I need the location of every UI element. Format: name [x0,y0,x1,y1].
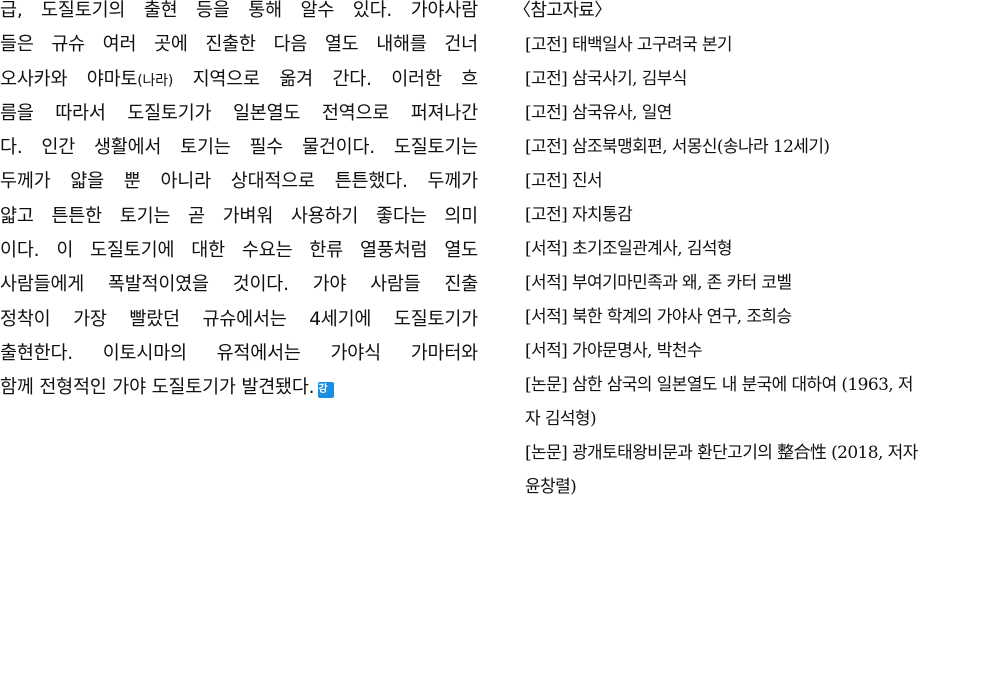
article-line-part: 지역으로 옮겨 간다. 이러한 흐 [173,68,479,90]
article-line: 름을 따라서 도질토기가 일본열도 전역으로 퍼져나간 [0,102,478,124]
reference-line: [논문] 광개토태왕비문과 환단고기의 整合性 (2018, 저자 [525,443,918,463]
article-line: 정착이 가장 빨랐던 규슈에서는 4세기에 도질토기가 [0,308,478,330]
article-line: 출현한다. 이토시마의 유적에서는 가야식 가마터와 [0,342,478,364]
article-line: 급, 도질토기의 출현 등을 통해 알수 있다. 가야사람 [0,0,478,21]
reference-line: [논문] 삼한 삼국의 일본열도 내 분국에 대하여 (1963, 저 [525,375,914,395]
reference-line: [서적] 북한 학계의 가야사 연구, 조희승 [525,307,792,327]
reference-item: [고전] 자치통감 [525,198,987,232]
reference-item: [고전] 진서 [525,164,987,198]
reference-line: [고전] 태백일사 고구려국 본기 [525,35,733,55]
reference-item: [서적] 초기조일관계사, 김석형 [525,232,987,266]
reference-line: [고전] 삼조북맹회편, 서몽신(송나라 12세기) [525,137,830,157]
article-line-annotation: (나라) [137,72,174,89]
references-heading: 〈참고자료〉 [513,0,612,21]
article-line: 다. 인간 생활에서 토기는 필수 물건이다. 도질토기는 [0,137,478,159]
reference-item: [고전] 태백일사 고구려국 본기 [525,28,987,62]
reference-item: [서적] 가야문명사, 박천수 [525,334,987,368]
reference-line: [고전] 진서 [525,171,603,191]
reference-line: [서적] 초기조일관계사, 김석형 [525,239,733,259]
reference-item: [고전] 삼국유사, 일연 [525,96,987,130]
article-line-part: 함께 전형적인 가야 도질토기가 발견됐다. [0,377,315,399]
references-list: [고전] 태백일사 고구려국 본기 [고전] 삼국사기, 김부식 [고전] 삼국… [513,28,987,504]
article-line: 얇고 튼튼한 토기는 곧 가벼워 사용하기 좋다는 의미 [0,205,478,227]
article-line: 오사카와 야마토(나라) 지역으로 옮겨 간다. 이러한 흐 [0,63,478,97]
article-line: 이다. 이 도질토기에 대한 수요는 한류 열풍처럼 열도 [0,240,478,262]
reference-item: [서적] 북한 학계의 가야사 연구, 조희승 [525,300,987,334]
reference-line: 자 김석형) [525,409,597,429]
kang-badge-icon[interactable]: 강 [318,382,335,399]
article-line: 사람들에게 폭발적이였을 것이다. 가야 사람들 진출 [0,274,478,296]
reference-line: [서적] 부여기마민족과 왜, 존 카터 코벨 [525,273,792,293]
reference-item: [고전] 삼국사기, 김부식 [525,62,987,96]
reference-line: [서적] 가야문명사, 박천수 [525,341,702,361]
article-line: 들은 규슈 여러 곳에 진출한 다음 열도 내해를 건너 [0,34,478,56]
references-section: 〈참고자료〉 [고전] 태백일사 고구려국 본기 [고전] 삼국사기, 김부식 … [513,0,987,504]
reference-line: [고전] 자치통감 [525,205,633,225]
reference-item: [고전] 삼조북맹회편, 서몽신(송나라 12세기) [525,130,987,164]
reference-line: [고전] 삼국유사, 일연 [525,103,672,123]
article-line: 함께 전형적인 가야 도질토기가 발견됐다.강 [0,371,478,405]
article-line: 두께가 얇을 뿐 아니라 상대적으로 튼튼했다. 두께가 [0,171,478,193]
article-line-part: 오사카와 야마토 [0,68,138,90]
article-body: 급, 도질토기의 출현 등을 통해 알수 있다. 가야사람 들은 규슈 여러 곳… [0,0,478,406]
reference-line: 윤창렬) [525,477,577,497]
reference-line: [고전] 삼국사기, 김부식 [525,69,687,89]
reference-item: [서적] 부여기마민족과 왜, 존 카터 코벨 [525,266,987,300]
